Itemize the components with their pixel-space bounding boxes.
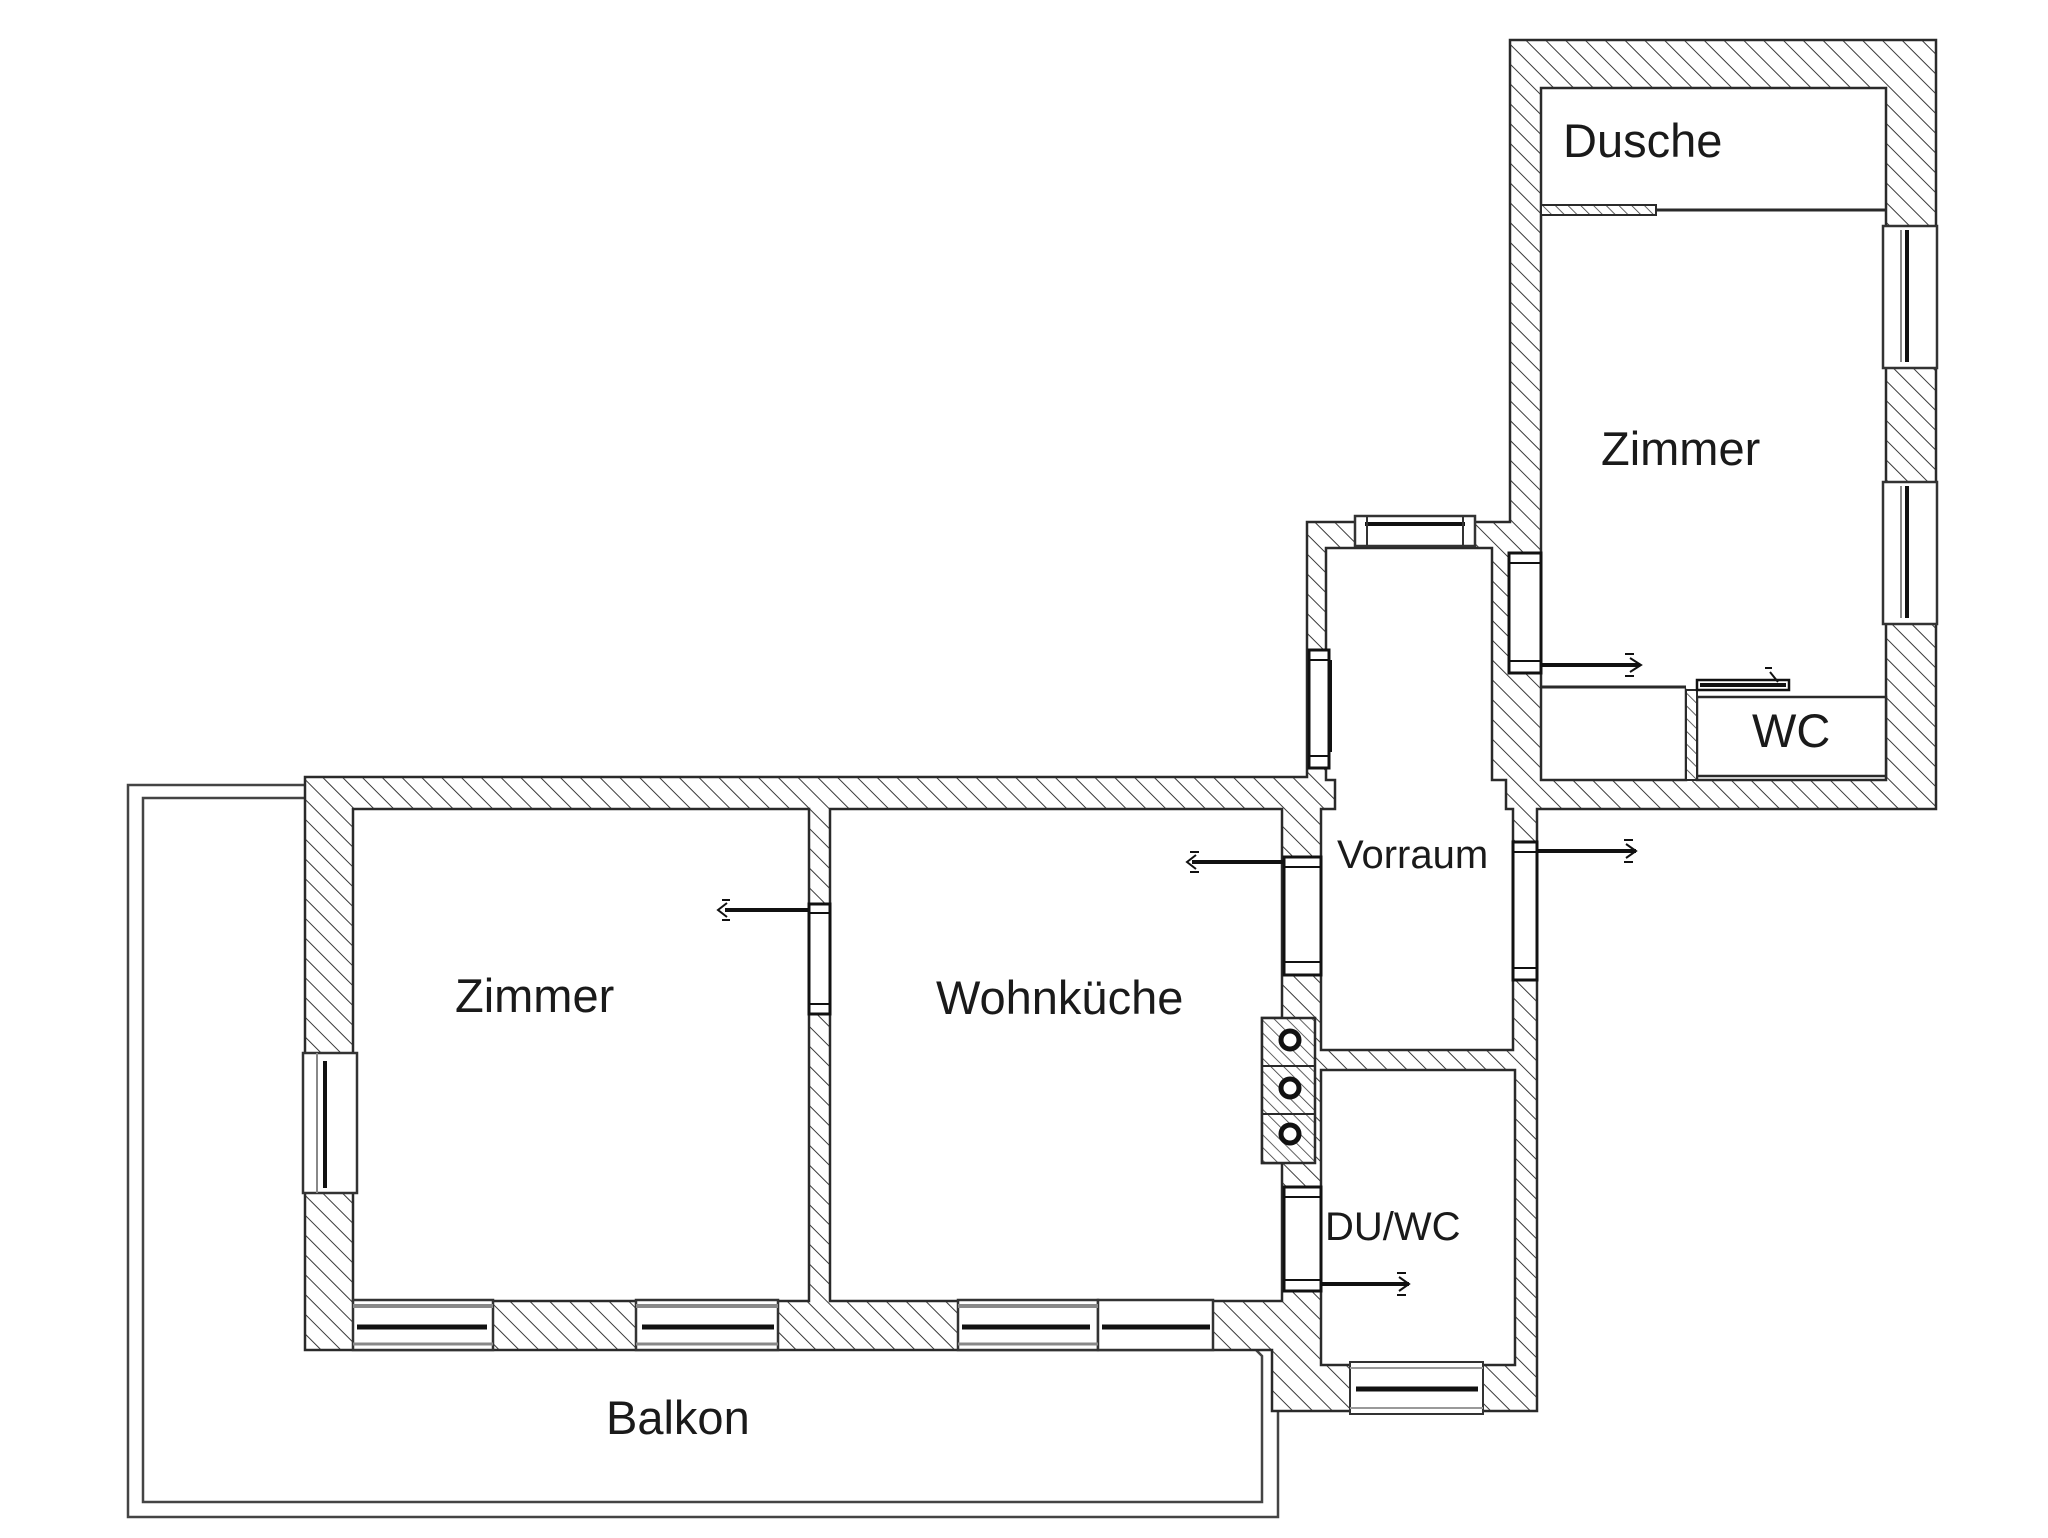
door-handle-icon <box>716 899 730 921</box>
room-label-wohnkueche: Wohnküche <box>936 971 1183 1024</box>
room-label-zimmer-left: Zimmer <box>455 969 614 1022</box>
windows <box>301 224 1939 1415</box>
wc-room <box>1695 695 1888 778</box>
door-handle-icon <box>1625 653 1643 677</box>
room-label-dusche: Dusche <box>1563 114 1722 167</box>
balcony-railing <box>126 783 1280 1519</box>
window <box>1349 1361 1484 1415</box>
door-handle-icon <box>1624 839 1638 863</box>
room-label-du-wc: DU/WC <box>1325 1205 1461 1249</box>
door-handle-icon <box>1397 1272 1411 1296</box>
balcony-door <box>956 1298 1215 1352</box>
doors <box>716 551 1791 1296</box>
wc-partition-wall <box>1685 689 1698 781</box>
door <box>1507 551 1643 677</box>
door <box>1511 839 1638 982</box>
window <box>351 1298 495 1352</box>
door <box>1695 667 1791 692</box>
window <box>1881 480 1939 626</box>
room-label-wc: WC <box>1752 704 1830 757</box>
door <box>1282 1185 1411 1296</box>
balcony-inner-line <box>141 796 1264 1504</box>
door <box>1307 648 1332 770</box>
door <box>1185 851 1323 977</box>
door <box>716 899 832 1016</box>
window <box>1353 514 1477 548</box>
room-label-balkon: Balkon <box>606 1391 750 1444</box>
window <box>634 1298 780 1352</box>
door-handle-icon <box>1765 667 1779 683</box>
room-label-vorraum: Vorraum <box>1337 833 1488 877</box>
flue-icon <box>1278 1028 1302 1146</box>
room-label-zimmer-right: Zimmer <box>1601 422 1760 475</box>
chimney <box>1260 1016 1317 1165</box>
window <box>301 1051 359 1195</box>
window <box>1881 224 1939 370</box>
balcony-outer-line <box>126 783 1280 1519</box>
door-handle-icon <box>1185 851 1199 873</box>
dusche-partition-wall <box>1540 204 1657 216</box>
